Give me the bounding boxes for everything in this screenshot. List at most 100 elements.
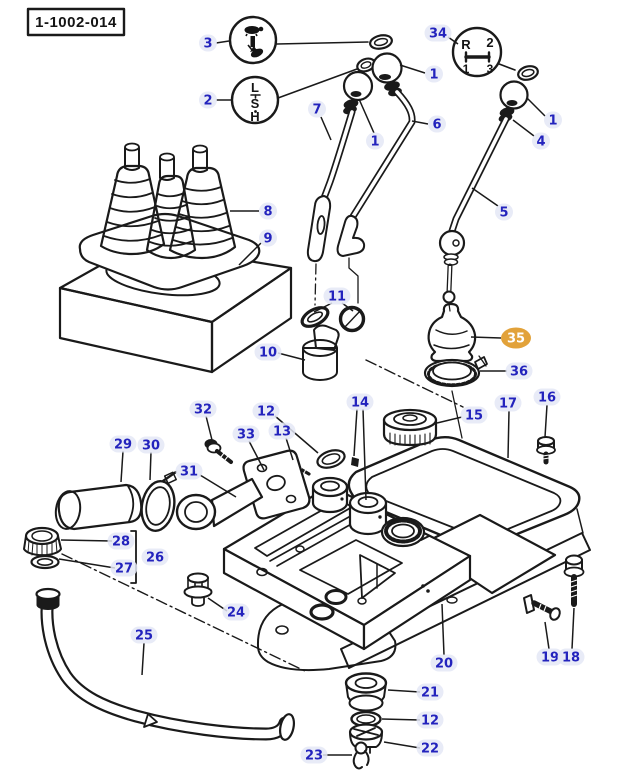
leader-line-18 [571,607,575,650]
range-letter-h: H [250,109,259,124]
callout-24[interactable]: 24 [222,603,250,621]
leader-line-16 [544,404,548,438]
callout-pill [501,327,531,349]
callout-3[interactable]: 3 [199,34,217,52]
callout-number: 28 [112,535,130,550]
leader-line-10 [277,352,306,361]
leader-line-15 [436,416,463,424]
leader-line-17 [507,410,510,459]
callout-number: 16 [538,391,556,406]
callout-number: 14 [351,396,369,411]
callout-20[interactable]: 20 [430,654,458,672]
callout-number: 36 [510,365,528,380]
callout-number: 9 [263,232,272,247]
leader-line-11 [313,302,333,313]
gear-knob-right [498,80,529,123]
callout-13[interactable]: 13 [268,422,296,440]
cotter-pin-23 [352,741,370,770]
leader-line-35 [470,336,502,339]
callout-11[interactable]: 11 [323,287,351,305]
leader-line-20 [441,603,445,656]
callout-25[interactable]: 25 [130,626,158,644]
callout-30[interactable]: 30 [137,436,165,454]
callout-35-highlighted[interactable]: 35 [501,327,531,349]
callout-4[interactable]: 4 [532,132,550,150]
callout-number: 26 [146,551,164,566]
callout-pill [346,393,374,411]
leader-line-1 [358,98,375,134]
callout-9[interactable]: 9 [259,229,277,247]
callout-number: 3 [203,37,212,52]
leader-line-7 [320,116,332,141]
callout-6[interactable]: 6 [428,115,446,133]
callout-pill [557,648,585,666]
callout-1[interactable]: 1 [366,132,384,150]
shift-lever-5 [438,115,510,312]
callout-pill [416,711,444,729]
callout-22[interactable]: 22 [416,739,444,757]
callout-pill [199,34,217,52]
callout-1[interactable]: 1 [425,65,443,83]
callout-12[interactable]: 12 [252,402,280,420]
leader-line-28 [60,539,113,542]
callout-28[interactable]: 28 [107,532,135,550]
callout-15[interactable]: 15 [460,406,488,424]
callout-8[interactable]: 8 [259,202,277,220]
callout-number: 1 [429,68,438,83]
callout-2[interactable]: 2 [199,91,217,109]
callout-14[interactable]: 14 [346,393,374,411]
callout-27[interactable]: 27 [110,559,138,577]
callout-number: 12 [421,714,439,729]
callout-17[interactable]: 17 [494,394,522,412]
callout-pill [268,422,296,440]
bolt-16 [536,436,556,465]
leader-line-14 [362,408,367,501]
callout-34[interactable]: 34 [424,24,452,42]
callout-36[interactable]: 36 [505,362,533,380]
callout-pill [544,111,562,129]
callout-pill [259,229,277,247]
leader-line-1 [399,64,426,74]
leader-line-31 [199,474,237,498]
callout-32[interactable]: 32 [189,400,217,418]
callout-1[interactable]: 1 [544,111,562,129]
breather-cap-15 [382,408,438,447]
callout-pill [533,388,561,406]
callout-5[interactable]: 5 [495,203,513,221]
callout-33[interactable]: 33 [232,425,260,443]
callout-21[interactable]: 21 [416,683,444,701]
callout-23[interactable]: 23 [300,746,328,764]
leader-line-1 [526,97,546,117]
leader-line-14 [353,408,358,457]
callout-10[interactable]: 10 [254,343,282,361]
leader-line-5 [471,187,499,207]
leader-line-12 [274,415,319,454]
leader-line-30 [149,451,152,481]
clamp-ring-36 [423,355,488,439]
callout-pill [323,287,351,305]
shifter-housing-body [222,484,557,651]
callout-19[interactable]: 19 [536,648,564,666]
callout-pill [308,100,326,118]
pin-14 [351,457,359,467]
hose-clamp-30 [140,470,178,532]
range-pattern-circle: L S H [230,68,358,125]
callout-number: 34 [429,27,447,42]
callout-pill [460,406,488,424]
callout-pill [430,654,458,672]
callout-26[interactable]: 26 [141,548,169,566]
callout-18[interactable]: 18 [557,648,585,666]
callout-31[interactable]: 31 [175,462,203,480]
callout-16[interactable]: 16 [533,388,561,406]
callout-number: 33 [237,428,255,443]
gear-pos-3: 3 [487,62,494,76]
callout-pill [416,683,444,701]
flange-gasket-33 [242,449,311,520]
range-letter-l: L [251,80,259,95]
callout-29[interactable]: 29 [109,435,137,453]
callout-7[interactable]: 7 [308,100,326,118]
callout-number: 22 [421,742,439,757]
leader-line-21 [387,689,421,693]
callout-number: 15 [465,409,483,424]
callout-12[interactable]: 12 [416,711,444,729]
